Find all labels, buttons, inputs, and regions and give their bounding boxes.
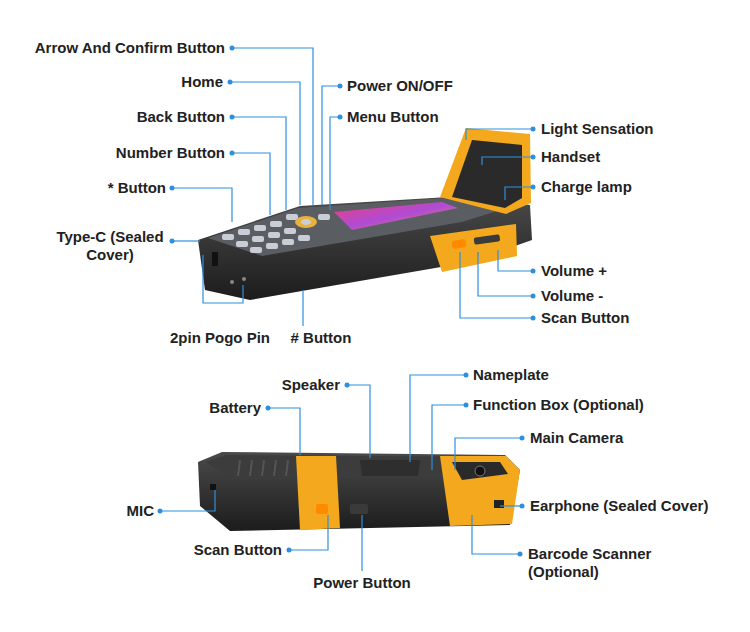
part-label: Back Button [137,108,225,126]
part-label: Battery [209,399,261,417]
part-label: Power Button [313,574,411,592]
part-label: 2pin Pogo Pin [170,329,270,347]
part-label: Handset [541,148,600,166]
part-label: Function Box (Optional) [473,396,644,414]
front-device [198,128,532,300]
part-label: Number Button [116,144,225,162]
part-label: # Button [291,329,352,347]
part-label: Nameplate [473,366,549,384]
part-label: MIC [127,502,155,520]
part-label: * Button [108,179,166,197]
part-label: Main Camera [530,429,623,447]
part-label: Home [181,73,223,91]
leader-lines [160,48,533,571]
part-label: Power ON/OFF [347,77,453,95]
part-label: Scan Button [194,541,282,559]
part-label: Light Sensation [541,120,654,138]
part-label: Earphone (Sealed Cover) [530,497,708,515]
part-label: Scan Button [541,309,629,327]
part-label: Arrow And Confirm Button [35,39,225,57]
part-label: Barcode Scanner (Optional) [528,545,668,581]
part-label: Volume + [541,262,607,280]
part-label: Charge lamp [541,178,632,196]
part-label: Menu Button [347,108,439,126]
part-label: Speaker [282,376,340,394]
part-label: Volume - [541,287,603,305]
part-label: Type-C (Sealed Cover) [50,228,170,264]
